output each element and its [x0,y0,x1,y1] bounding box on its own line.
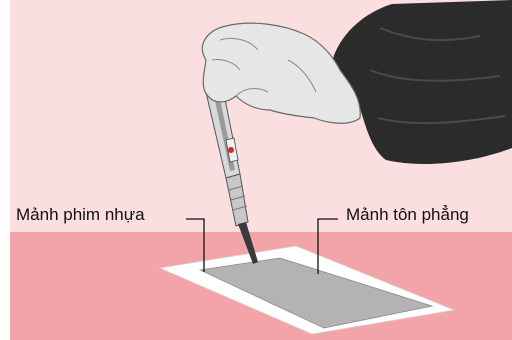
label-plastic-film: Mảnh phim nhựa [16,206,145,223]
tester-indicator-light [228,147,234,153]
voltage-tester [205,84,258,264]
label-flat-sheet: Mảnh tôn phẳng [346,206,469,223]
sleeve [332,0,512,164]
